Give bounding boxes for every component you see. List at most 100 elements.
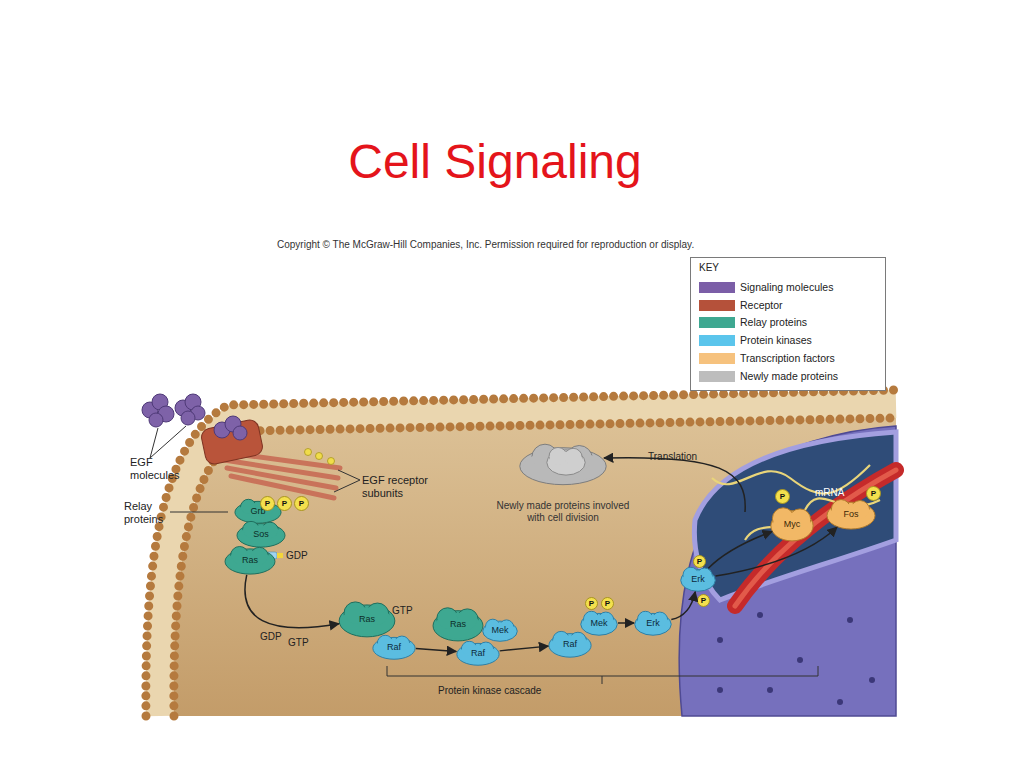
signal-arrow (500, 646, 549, 651)
legend-text: Protein kinases (740, 334, 812, 347)
protein-blob: Ras (432, 606, 484, 642)
molecule-label: mRNA (815, 487, 844, 499)
phosphate-circle: P (693, 555, 706, 568)
protein-name: Newly made proteins involved with cell d… (493, 500, 633, 524)
legend-text: Transcription factors (740, 352, 835, 365)
bound-egf (214, 416, 247, 440)
legend-heading: KEY (699, 262, 719, 274)
legend-swatch (699, 317, 735, 328)
legend-swatch (699, 371, 735, 382)
protein-blob: Raf (548, 630, 592, 658)
phosphate-circle: P (601, 597, 614, 610)
bracket-label: Protein kinase cascade (438, 685, 541, 697)
egf-molecules (142, 394, 205, 427)
protein-name: Mek (491, 625, 508, 635)
copyright-note: Copyright © The McGraw-Hill Companies, I… (277, 239, 694, 251)
protein-blob: Raf (372, 634, 416, 660)
membrane-band (160, 404, 896, 716)
protein-name: Raf (471, 648, 485, 658)
signal-arrow (618, 622, 634, 624)
gdp-icon-tail (277, 553, 283, 558)
protein-blob: Sos (236, 520, 286, 548)
protein-blob: Mek (580, 610, 618, 636)
signal-arrow (671, 592, 695, 620)
protein-name: Ras (450, 619, 466, 629)
signal-arrow (416, 649, 456, 652)
phosphate-mark: P (265, 499, 270, 508)
protein-name: Erk (691, 574, 705, 584)
phosphate-circle: P (866, 486, 881, 501)
mrna-strand (745, 498, 880, 540)
cytoplasm (174, 418, 896, 716)
protein-name: Ras (359, 614, 375, 624)
protein-name: Raf (387, 642, 401, 652)
phosphate-mark: P (299, 499, 304, 508)
nucleus-envelope (679, 426, 896, 716)
molecule-label: GTP (392, 605, 413, 617)
protein-blob: Erk (634, 610, 672, 636)
protein-name: Ras (242, 555, 258, 565)
protein-name: Myc (784, 519, 801, 529)
molecule-label: GTP (288, 637, 309, 649)
leader-line (150, 426, 186, 458)
signal-arrow (716, 527, 837, 576)
protein-blob: Fos (826, 498, 876, 530)
phosphate-mark: P (282, 499, 287, 508)
legend-swatch (699, 353, 735, 364)
protein-name: Raf (563, 639, 577, 649)
protein-blob: Ras (224, 545, 276, 575)
protein-blob: Myc (770, 506, 814, 542)
protein-name: Sos (253, 529, 269, 539)
part-label: EGF receptor subunits (362, 474, 446, 500)
nucleus-interior (694, 432, 896, 600)
phosphate-mark: P (871, 489, 876, 498)
nuclear-pores (697, 597, 875, 705)
phosphate-mark: P (697, 557, 702, 566)
phosphate-circle: P (277, 496, 292, 511)
part-label: EGF molecules (130, 456, 192, 482)
molecule-label: GDP (260, 631, 282, 643)
protein-name: Mek (590, 618, 607, 628)
phosphate-circle: P (775, 489, 790, 504)
phosphate-circle: P (585, 597, 598, 610)
phosphate-dots (305, 449, 335, 465)
legend-swatch (699, 300, 735, 311)
signal-arrow (245, 575, 339, 628)
membrane-outer-heads (146, 390, 896, 716)
legend-swatch (699, 282, 735, 293)
dna-highlight (735, 470, 896, 606)
process-label: Translation (648, 451, 697, 463)
protein-blob: Raf (456, 640, 500, 666)
node-shape (478, 440, 648, 524)
legend-swatch (699, 335, 735, 346)
signal-arrow (708, 531, 772, 568)
new-protein: Newly made proteins involved with cell d… (478, 440, 648, 524)
protein-blob: Ras (338, 600, 396, 638)
legend-text: Signaling molecules (740, 281, 833, 294)
membrane-inner-heads (174, 418, 896, 716)
protein-blob: Mek (482, 618, 518, 642)
protein-name: Erk (646, 618, 660, 628)
legend-text: Receptor (740, 299, 783, 312)
phosphate-mark: P (780, 492, 785, 501)
phosphate-circle: P (260, 496, 275, 511)
phosphate-mark: P (701, 596, 706, 605)
protein-blob: Erk (680, 566, 716, 592)
protein-name: Fos (843, 509, 858, 519)
legend-text: Relay proteins (740, 316, 807, 329)
phosphate-mark: P (589, 599, 594, 608)
slide-title: Cell Signaling (0, 134, 990, 190)
cascade-bracket (387, 666, 818, 684)
phosphate-circle: P (697, 594, 710, 607)
leader-line (170, 512, 228, 513)
leader-line (334, 470, 360, 492)
legend-text: Newly made proteins (740, 370, 838, 383)
phosphate-mark: P (605, 599, 610, 608)
phosphate-circle: P (294, 496, 309, 511)
part-label: Relay proteins (124, 500, 186, 526)
molecule-label: GDP (286, 550, 308, 562)
dna-strand (735, 470, 896, 606)
